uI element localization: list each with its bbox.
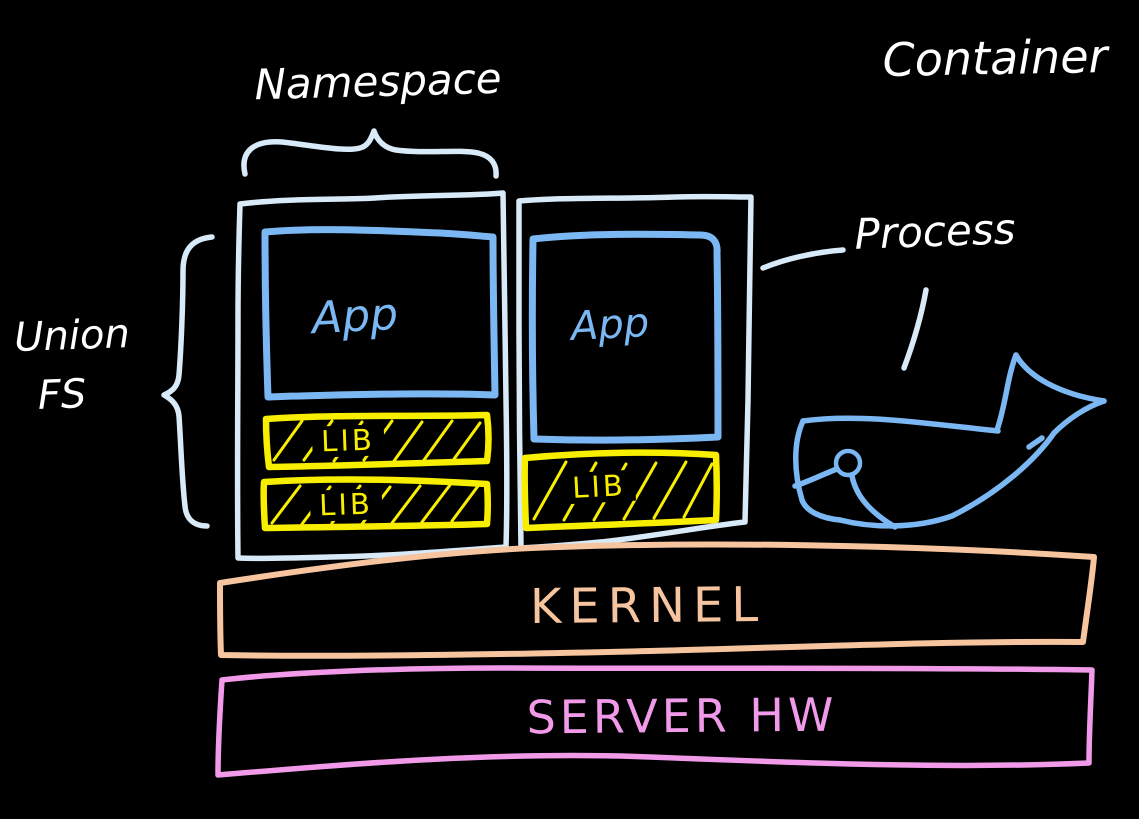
lib-label-1a: LIB (311, 423, 385, 458)
app-box-1 (261, 226, 499, 401)
docker-whale-icon (792, 352, 1107, 530)
union-fs-brace (161, 234, 215, 529)
lib-label-1b: LIB (309, 487, 383, 522)
app-label-1: App (310, 288, 400, 345)
container-label: Container (882, 29, 1108, 87)
server-hw-box (215, 665, 1095, 778)
process-slash (901, 287, 929, 371)
app-label-2: App (569, 299, 651, 351)
namespace-brace (241, 128, 499, 179)
process-pointer-line (760, 247, 846, 271)
lib-label-2a: LIB (562, 468, 636, 505)
kernel-box (217, 541, 1097, 659)
container-2-outline (516, 193, 754, 551)
app-box-2 (528, 230, 722, 444)
union-fs-label-line2: FS (37, 371, 87, 419)
union-fs-label-line1: Union (13, 310, 131, 362)
process-label: Process (853, 204, 1017, 259)
namespace-label: Namespace (253, 53, 503, 110)
kernel-label: KERNEL (529, 576, 767, 636)
server-hw-label: SERVER HW (526, 687, 838, 745)
